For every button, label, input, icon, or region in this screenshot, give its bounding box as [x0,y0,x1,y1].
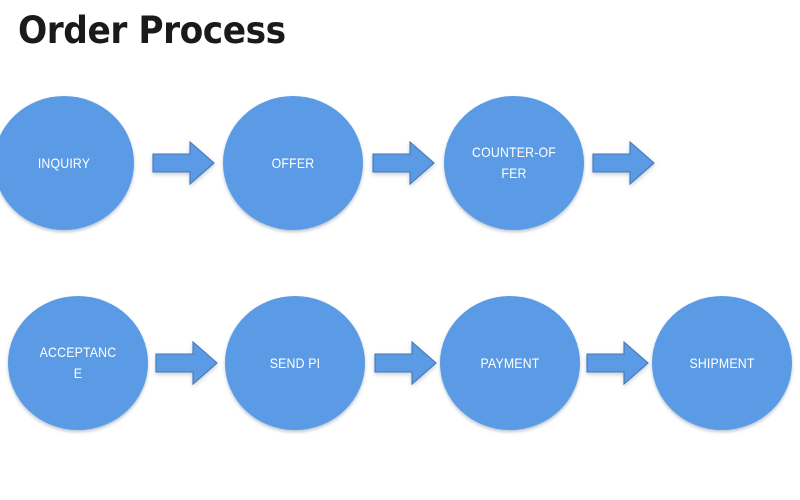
process-node-label: SEND PI [269,354,321,371]
process-node-counter-offer[interactable]: COUNTER-OFFER [444,96,584,230]
process-row-2: ACCEPTANCE SEND PI PAYMENT SHIPMENT [0,296,800,436]
process-node-label: ACCEPTANCE [39,344,117,381]
flow-arrow-right-icon [592,141,655,185]
process-node-acceptance[interactable]: ACCEPTANCE [8,296,148,430]
flow-arrow-right-icon [155,341,218,385]
flow-arrow-right-icon [586,341,649,385]
flow-arrow-right-icon [372,141,435,185]
flow-arrow-right-icon [152,141,215,185]
process-node-inquiry[interactable]: INQUIRY [0,96,134,230]
page-title: Order Process [18,9,286,52]
process-node-label: COUNTER-OFFER [472,144,556,181]
process-node-label: OFFER [271,154,315,171]
process-node-label: SHIPMENT [689,354,755,371]
flow-arrow-right-icon [374,341,437,385]
process-node-label: PAYMENT [480,354,540,371]
process-node-payment[interactable]: PAYMENT [440,296,580,430]
process-node-label: INQUIRY [37,154,91,171]
process-node-offer[interactable]: OFFER [223,96,363,230]
process-node-send-pi[interactable]: SEND PI [225,296,365,430]
process-node-shipment[interactable]: SHIPMENT [652,296,792,430]
process-row-1: INQUIRY OFFER COUNTER-OFFER [0,96,800,236]
